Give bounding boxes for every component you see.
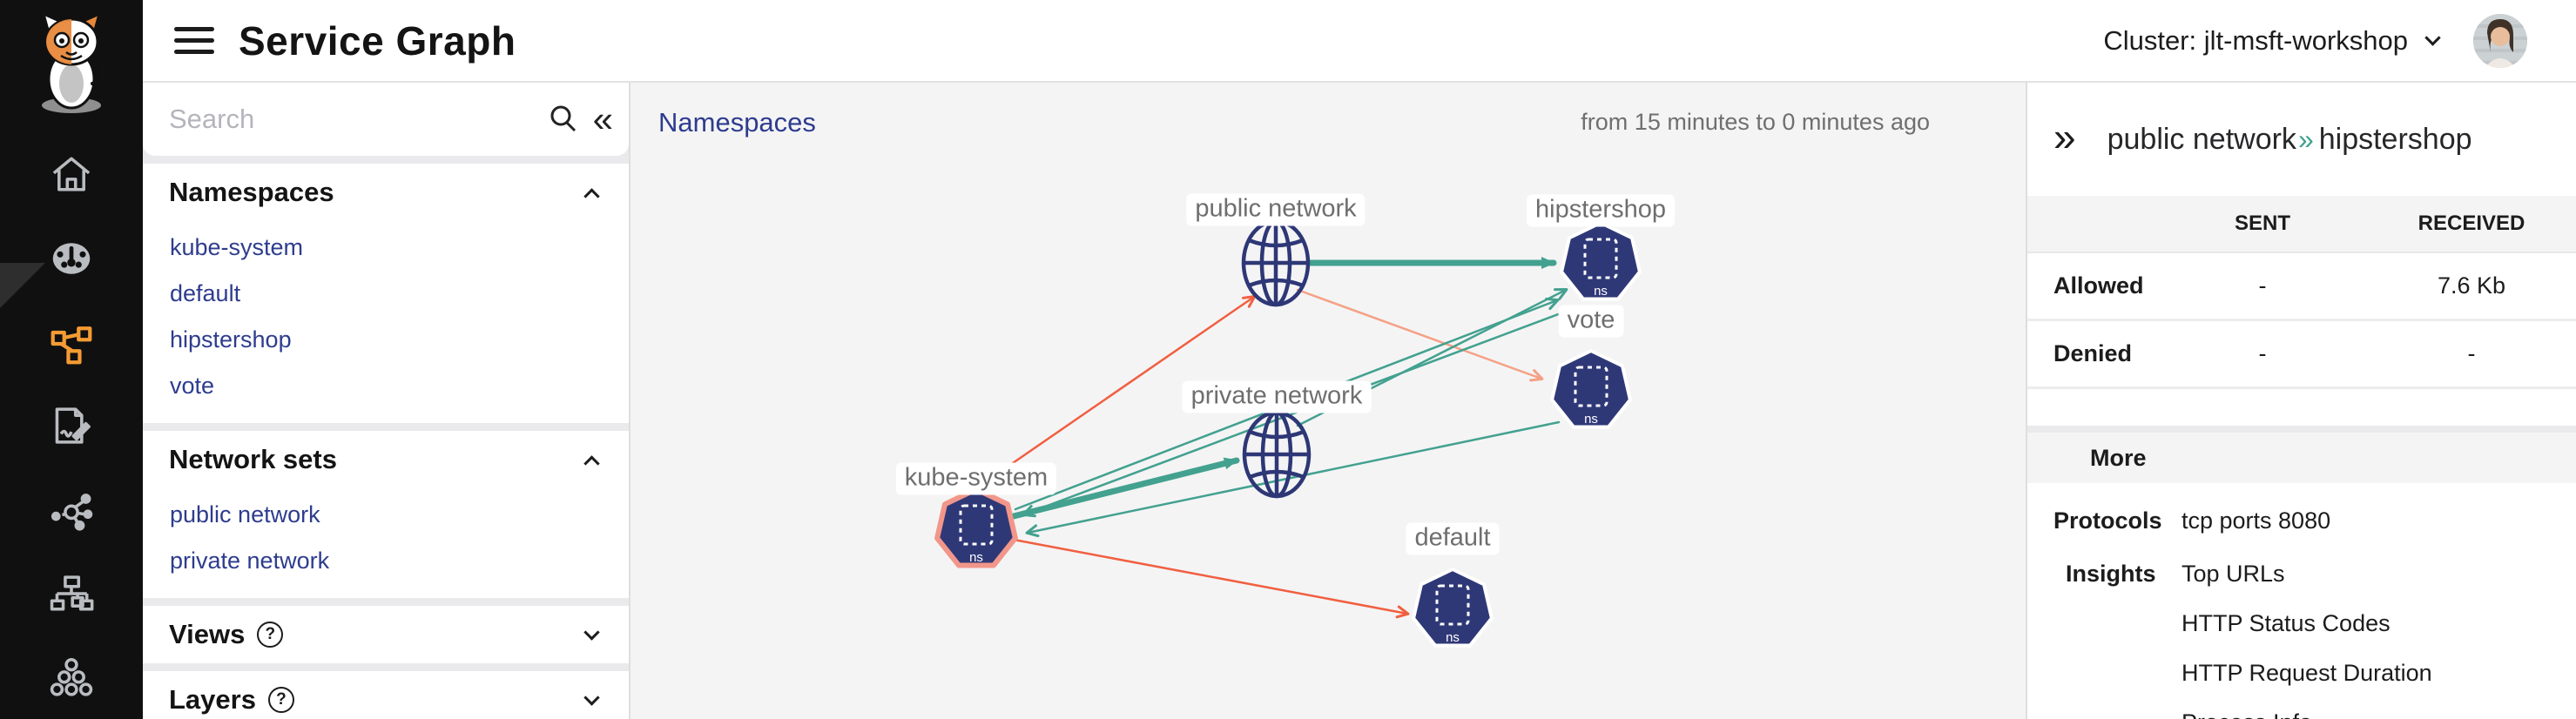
namespace-link[interactable]: hipstershop <box>143 317 629 363</box>
more-section-header: More <box>2027 433 2576 483</box>
column-sent: SENT <box>2234 212 2290 235</box>
search-icon[interactable] <box>546 102 581 137</box>
page-title: Service Graph <box>239 17 516 64</box>
denied-received: - <box>2467 340 2476 366</box>
graph-node-vote[interactable]: ns <box>1550 349 1632 429</box>
graph-edge-kube-system-to-public network[interactable] <box>972 294 1257 492</box>
insight-item[interactable]: HTTP Request Duration <box>2182 660 2432 686</box>
network-set-link[interactable]: public network <box>143 492 629 538</box>
graph-edge-vote-to-kube-system[interactable] <box>1025 420 1561 538</box>
breadcrumb-source: public network <box>2107 122 2296 156</box>
dashboard-icon[interactable] <box>0 227 143 290</box>
graph-edge-kube-system-to-private network[interactable] <box>1007 457 1240 521</box>
svg-text:ns: ns <box>1446 630 1460 645</box>
policies-icon[interactable] <box>0 394 143 457</box>
clusters-icon[interactable] <box>0 647 143 709</box>
allowed-received: 7.6 Kb <box>2437 272 2506 299</box>
chevron-down-icon <box>583 689 600 706</box>
user-avatar[interactable] <box>2473 13 2527 68</box>
app-header: Service Graph Cluster: jlt-msft-workshop <box>143 0 2576 83</box>
chevron-down-icon <box>2424 30 2441 46</box>
calico-cat-logo <box>41 11 105 113</box>
section-network-sets-header[interactable]: Network sets <box>143 431 629 488</box>
icon-rail <box>0 0 143 719</box>
graph-node-label-private network[interactable]: private network <box>1182 380 1372 413</box>
insight-item[interactable]: HTTP Status Codes <box>2182 610 2391 636</box>
graph-edge-kube-system-to-default[interactable] <box>1012 538 1410 619</box>
network-icon[interactable] <box>0 479 143 541</box>
network-set-link[interactable]: private network <box>143 538 629 584</box>
section-views: Views ? <box>143 606 629 663</box>
protocols-value: tcp ports 8080 <box>2182 507 2331 534</box>
allowed-sent: - <box>2258 272 2267 299</box>
insight-item[interactable]: Top URLs <box>2182 561 2285 587</box>
help-icon[interactable]: ? <box>257 622 284 648</box>
svg-text:ns: ns <box>1584 412 1598 427</box>
service-graph-icon[interactable] <box>0 312 143 375</box>
graph-node-label-public network[interactable]: public network <box>1186 193 1366 226</box>
flow-filter-sidebar: « Namespaces kube-systemdefaulthipstersh… <box>143 83 631 719</box>
namespace-link[interactable]: vote <box>143 363 629 409</box>
namespace-link[interactable]: kube-system <box>143 225 629 271</box>
cluster-selector-label: Cluster: jlt-msft-workshop <box>2103 24 2408 56</box>
breadcrumb-separator-icon: » <box>2297 123 2314 155</box>
svg-text:ns: ns <box>969 550 983 565</box>
cluster-selector[interactable]: Cluster: jlt-msft-workshop <box>2103 24 2441 57</box>
hamburger-menu-icon[interactable] <box>174 27 214 54</box>
chevron-down-icon <box>583 623 600 641</box>
panel-collapse-icon[interactable]: » <box>2053 117 2085 162</box>
search-input[interactable] <box>169 104 546 135</box>
section-views-header[interactable]: Views ? <box>143 606 629 663</box>
namespace-link[interactable]: default <box>143 271 629 317</box>
infrastructure-icon[interactable] <box>0 562 143 625</box>
graph-node-label-kube-system[interactable]: kube-system <box>895 462 1057 495</box>
help-icon[interactable]: ? <box>267 687 294 713</box>
svg-text:ns: ns <box>1594 284 1608 299</box>
breadcrumb-target: hipstershop <box>2318 122 2472 156</box>
service-graph-canvas[interactable]: ns ns ns ns public network hipstershop vote pr… <box>631 83 2026 719</box>
graph-node-kube-system[interactable]: ns <box>934 487 1018 568</box>
table-row-denied: Denied - - <box>2027 321 2576 389</box>
section-layers: Layers ? <box>143 671 629 719</box>
view-breadcrumb[interactable]: Namespaces <box>658 107 816 138</box>
column-received: RECEIVED <box>2418 212 2525 235</box>
traffic-table-header: SENT RECEIVED <box>2027 196 2576 253</box>
breadcrumb: public network » hipstershop <box>2107 123 2472 157</box>
graph-node-label-vote[interactable]: vote <box>1558 305 1624 338</box>
graph-edge-public network-to-vote[interactable] <box>1296 288 1544 382</box>
protocols-row: Protocols tcp ports 8080 <box>2053 507 2331 534</box>
graph-node-label-default[interactable]: default <box>1406 522 1500 555</box>
graph-node-public network[interactable] <box>1241 218 1311 307</box>
section-namespaces-header[interactable]: Namespaces <box>143 164 629 221</box>
denied-sent: - <box>2258 340 2267 366</box>
search-bar: « <box>143 83 629 156</box>
active-item-notch <box>0 263 45 308</box>
table-row-allowed: Allowed - 7.6 Kb <box>2027 253 2576 321</box>
edge-detail-panel: » public network » hipstershop SENT RECE… <box>2026 83 2576 719</box>
graph-node-private network[interactable] <box>1242 410 1312 499</box>
chevron-up-icon <box>583 187 600 205</box>
chevron-up-icon <box>583 454 600 472</box>
section-layers-header[interactable]: Layers ? <box>143 671 629 719</box>
insight-item[interactable]: Process Info <box>2156 709 2432 719</box>
graph-node-hipstershop[interactable]: ns <box>1560 221 1642 301</box>
detail-panel-header: » public network » hipstershop <box>2027 83 2576 196</box>
graph-node-label-hipstershop[interactable]: hipstershop <box>1527 194 1675 227</box>
home-icon[interactable] <box>0 143 143 205</box>
time-range-label: from 15 minutes to 0 minutes ago <box>1581 109 1930 135</box>
graph-node-default[interactable]: ns <box>1412 568 1494 648</box>
sidebar-collapse-icon[interactable]: « <box>592 98 613 139</box>
